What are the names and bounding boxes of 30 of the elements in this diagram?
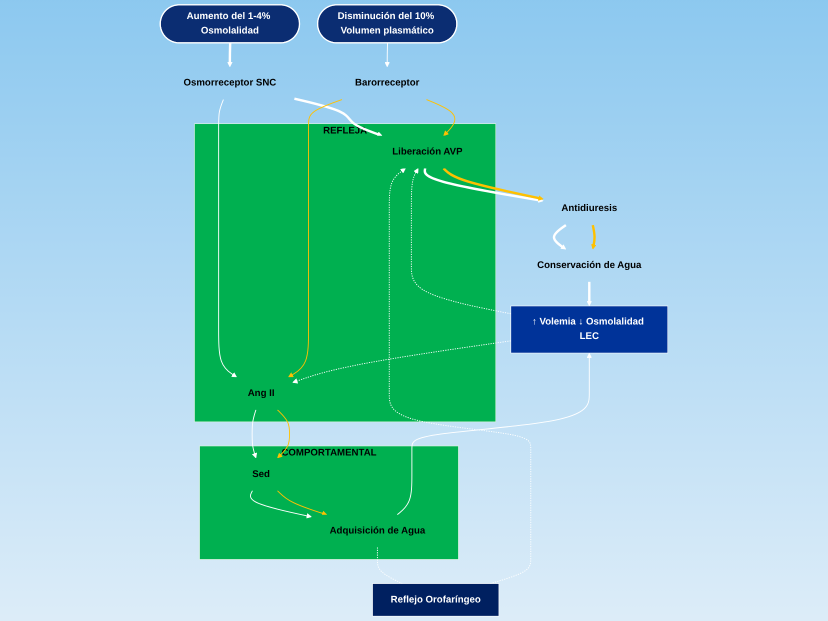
node-text: Liberación AVP	[392, 146, 463, 157]
node-text: Ang II	[248, 388, 275, 398]
arrow	[292, 340, 512, 384]
arrow	[288, 99, 342, 378]
node-box: Reflejo Orofaríngeo	[372, 583, 500, 616]
node-text: Antidiuresis	[561, 203, 618, 214]
arrow	[276, 490, 328, 516]
arrow	[388, 168, 532, 584]
node-text: Barorreceptor	[355, 78, 420, 88]
arrow	[396, 352, 592, 516]
arrow	[586, 282, 592, 306]
arrow	[276, 409, 290, 458]
arrow	[426, 99, 456, 136]
connector	[376, 546, 403, 584]
node-box: ↑ Volemia ↓ Osmolalidad LEC	[510, 306, 668, 354]
node-text: Conservación de Agua	[537, 260, 642, 270]
arrow	[294, 98, 382, 137]
arrow	[218, 99, 237, 378]
arrow	[591, 224, 596, 250]
arrow	[252, 409, 258, 458]
arrow	[384, 42, 390, 68]
arrow	[442, 168, 544, 201]
node-text: Sed	[252, 468, 270, 480]
arrow	[424, 168, 544, 203]
arrow	[227, 43, 233, 68]
node-text: Adquisición de Agua	[330, 526, 426, 536]
node-text: Osmorreceptor SNC	[183, 78, 276, 88]
arrow	[250, 490, 312, 518]
arrow	[410, 168, 512, 314]
arrow	[552, 224, 567, 250]
